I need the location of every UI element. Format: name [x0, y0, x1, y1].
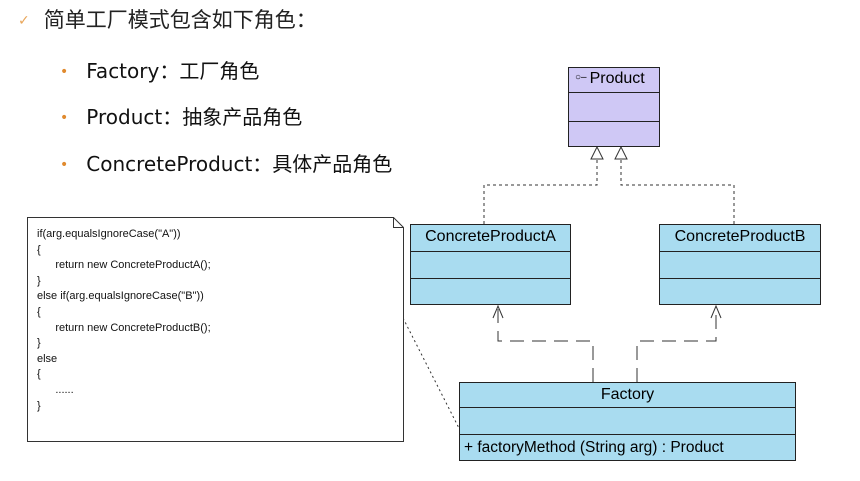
class-concrete-product-a-attributes	[411, 252, 570, 279]
code-line: else	[37, 352, 58, 365]
class-concrete-product-b: ConcreteProductB	[659, 224, 821, 305]
role-item-concrete-product: • ConcreteProduct：具体产品角色	[60, 148, 392, 177]
role-text: ConcreteProduct：具体产品角色	[86, 152, 393, 176]
dot-bullet-icon: •	[60, 157, 69, 173]
code-line: {	[37, 243, 41, 256]
intro-text: 简单工厂模式包含如下角色：	[43, 8, 317, 32]
dependency-arrowhead-b	[710, 304, 722, 319]
realization-line-a	[483, 159, 598, 224]
class-product-attributes	[569, 93, 659, 122]
code-line: {	[37, 368, 41, 381]
dependency-arrowhead-a	[492, 304, 504, 319]
role-item-product: • Product：抽象产品角色	[60, 101, 302, 130]
class-factory-attributes	[460, 408, 795, 435]
code-line: else if(arg.equalsIgnoreCase("B"))	[37, 290, 204, 303]
role-text: Factory：工厂角色	[86, 59, 260, 83]
class-factory: Factory + factoryMethod (String arg) : P…	[459, 382, 796, 461]
class-factory-method: + factoryMethod (String arg) : Product	[464, 439, 724, 456]
code-line: }	[37, 337, 41, 350]
class-product-name: Product	[589, 70, 645, 87]
note-anchor-line	[402, 317, 466, 441]
dot-bullet-icon: •	[60, 64, 69, 80]
code-lines: if(arg.equalsIgnoreCase("A")) { return n…	[37, 227, 211, 414]
code-line: if(arg.equalsIgnoreCase("A"))	[37, 228, 181, 240]
dependency-line-a	[497, 307, 594, 382]
intro-bullet: ✓ 简单工厂模式包含如下角色：	[18, 4, 317, 34]
code-line: }	[37, 399, 41, 412]
class-concrete-product-b-name: ConcreteProductB	[660, 225, 820, 252]
class-concrete-product-b-attributes	[660, 252, 820, 279]
class-product-header: ○–Product	[569, 68, 659, 93]
role-text: Product：抽象产品角色	[86, 105, 303, 129]
class-concrete-product-a: ConcreteProductA	[410, 224, 571, 305]
code-line: {	[37, 305, 41, 318]
role-item-factory: • Factory：工厂角色	[60, 55, 259, 84]
dependency-line-b	[636, 307, 717, 382]
dot-bullet-icon: •	[60, 110, 69, 126]
code-line: return new ConcreteProductB();	[37, 321, 211, 334]
code-line: }	[37, 274, 41, 287]
code-line: return new ConcreteProductA();	[37, 259, 211, 272]
class-concrete-product-a-name: ConcreteProductA	[411, 225, 570, 252]
realization-line-b	[620, 159, 735, 224]
class-product: ○–Product	[568, 67, 660, 147]
code-note: if(arg.equalsIgnoreCase("A")) { return n…	[27, 217, 404, 442]
note-shape	[27, 217, 404, 442]
code-line: ......	[37, 383, 74, 396]
check-bullet-icon: ✓	[18, 13, 30, 29]
interface-lollipop-icon: ○–	[575, 72, 587, 83]
class-factory-name: Factory	[460, 383, 795, 408]
realization-arrowhead-b	[614, 145, 628, 160]
realization-arrowhead-a	[590, 145, 604, 160]
